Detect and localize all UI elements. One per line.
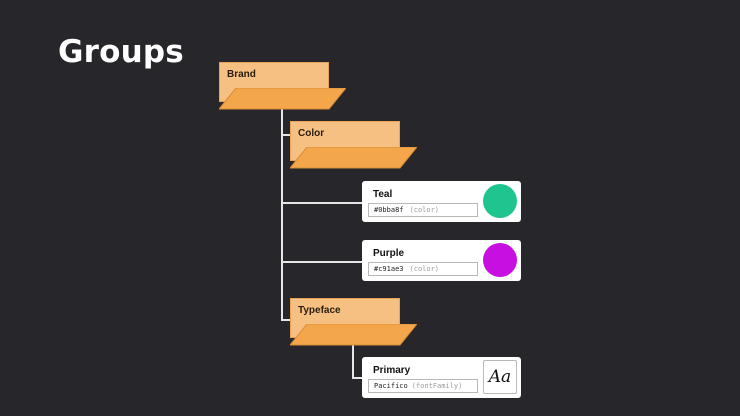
token-type: (fontFamily) [411,382,463,390]
token-card-primary[interactable]: Primary Pacifico(fontFamily) Aa [362,357,521,398]
folder-front [219,88,346,110]
connector-color-trunk [281,164,283,166]
color-swatch-teal [483,184,517,218]
connector-color [281,134,292,136]
connector-trunk [281,103,283,321]
color-swatch-purple [483,243,517,277]
connector-teal [281,202,362,204]
font-sample-icon: Aa [483,360,517,394]
token-name: Primary [373,365,411,376]
token-value: #c91ae3 [374,265,404,273]
page-title: Groups [58,34,184,70]
token-card-purple[interactable]: Purple #c91ae3 (color) [362,240,521,281]
token-value-field[interactable]: #c91ae3 (color) [368,262,478,276]
token-value: #0bba8f [374,206,404,214]
token-value-field[interactable]: #0bba8f (color) [368,203,478,217]
folder-color[interactable]: Color [290,121,417,169]
token-name: Purple [373,248,405,259]
folder-label: Brand [227,69,256,80]
token-card-teal[interactable]: Teal #0bba8f (color) [362,181,521,222]
connector-typeface [281,319,292,321]
folder-typeface[interactable]: Typeface [290,298,417,346]
folder-front [290,324,417,346]
connector-primary [352,377,362,379]
token-name: Teal [373,189,393,200]
folder-label: Color [298,128,325,139]
connector-purple [281,261,362,263]
connector-typeface-trunk [352,341,354,379]
token-value-field[interactable]: Pacifico(fontFamily) [368,379,478,393]
token-type: (color) [409,265,440,273]
token-value: Pacifico [374,382,408,390]
folder-label: Typeface [298,305,341,316]
folder-brand[interactable]: Brand [219,62,346,110]
folder-front [290,147,417,169]
token-type: (color) [409,206,440,214]
